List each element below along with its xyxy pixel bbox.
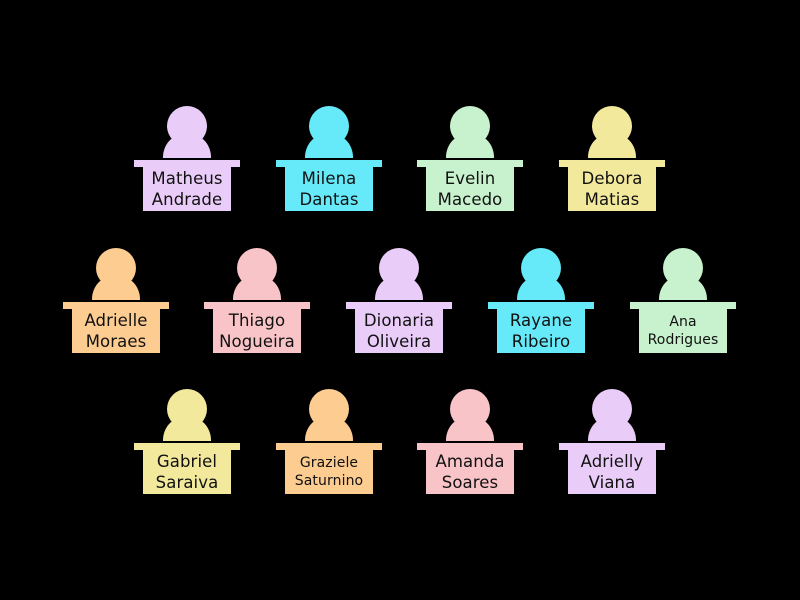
student-seat[interactable]: Gabriel Saraiva	[134, 389, 240, 495]
student-first-name: Ana	[669, 314, 697, 330]
student-name: Dionaria Oliveira	[364, 310, 434, 352]
student-first-name: Dionaria	[363, 311, 435, 330]
student-last-name: Oliveira	[366, 332, 432, 351]
desk-nameplate: Gabriel Saraiva	[143, 450, 231, 494]
student-name: Adrielle Moraes	[84, 310, 147, 352]
student-seat[interactable]: Thiago Nogueira	[204, 248, 310, 354]
student-last-name: Rodrigues	[647, 332, 719, 348]
desk-top	[276, 443, 382, 450]
student-last-name: Soares	[441, 473, 499, 492]
student-first-name: Adrielle	[84, 311, 148, 330]
student-name: Gabriel Saraiva	[156, 451, 219, 493]
desk-top	[488, 302, 594, 309]
student-seat[interactable]: Graziele Saturnino	[276, 389, 382, 495]
student-first-name: Adrielly	[580, 452, 644, 471]
student-seat[interactable]: Dionaria Oliveira	[346, 248, 452, 354]
desk-top	[630, 302, 736, 309]
student-seat[interactable]: Matheus Andrade	[134, 106, 240, 212]
desk-nameplate: Evelin Macedo	[426, 167, 514, 211]
desk-nameplate: Graziele Saturnino	[285, 450, 373, 494]
student-first-name: Amanda	[435, 452, 505, 471]
student-name: Rayane Ribeiro	[510, 310, 572, 352]
student-first-name: Evelin	[444, 169, 496, 188]
student-last-name: Andrade	[151, 190, 223, 209]
student-first-name: Thiago	[228, 311, 286, 330]
student-last-name: Dantas	[299, 190, 359, 209]
student-name: Adrielly Viana	[581, 451, 644, 493]
student-first-name: Matheus	[151, 169, 223, 188]
student-name: Ana Rodrigues	[648, 313, 719, 349]
student-seat[interactable]: Evelin Macedo	[417, 106, 523, 212]
student-name: Thiago Nogueira	[219, 310, 295, 352]
desk-nameplate: Matheus Andrade	[143, 167, 231, 211]
desk-top	[417, 443, 523, 450]
desk-nameplate: Debora Matias	[568, 167, 656, 211]
desk-nameplate: Amanda Soares	[426, 450, 514, 494]
desk-top	[417, 160, 523, 167]
desk-nameplate: Rayane Ribeiro	[497, 309, 585, 353]
student-name: Milena Dantas	[299, 168, 358, 210]
student-seat[interactable]: Milena Dantas	[276, 106, 382, 212]
desk-top	[346, 302, 452, 309]
student-name: Debora Matias	[582, 168, 643, 210]
desk-top	[559, 443, 665, 450]
student-last-name: Matias	[584, 190, 640, 209]
desk-top	[134, 160, 240, 167]
desk-top	[204, 302, 310, 309]
student-last-name: Saturnino	[294, 473, 364, 489]
student-name: Matheus Andrade	[151, 168, 222, 210]
student-last-name: Ribeiro	[511, 332, 571, 351]
desk-top	[63, 302, 169, 309]
student-first-name: Milena	[301, 169, 357, 188]
desk-top	[134, 443, 240, 450]
student-first-name: Gabriel	[156, 452, 218, 471]
student-seat[interactable]: Ana Rodrigues	[630, 248, 736, 354]
desk-nameplate: Milena Dantas	[285, 167, 373, 211]
desk-nameplate: Adrielle Moraes	[72, 309, 160, 353]
student-last-name: Viana	[588, 473, 636, 492]
student-last-name: Macedo	[437, 190, 503, 209]
student-last-name: Moraes	[85, 332, 147, 351]
student-seat[interactable]: Rayane Ribeiro	[488, 248, 594, 354]
student-name: Evelin Macedo	[438, 168, 503, 210]
desk-top	[276, 160, 382, 167]
student-seat[interactable]: Debora Matias	[559, 106, 665, 212]
desk-nameplate: Dionaria Oliveira	[355, 309, 443, 353]
student-last-name: Nogueira	[219, 332, 295, 351]
student-seat[interactable]: Adrielle Moraes	[63, 248, 169, 354]
student-seat[interactable]: Adrielly Viana	[559, 389, 665, 495]
student-name: Graziele Saturnino	[295, 454, 363, 490]
student-seat[interactable]: Amanda Soares	[417, 389, 523, 495]
desk-top	[559, 160, 665, 167]
desk-nameplate: Adrielly Viana	[568, 450, 656, 494]
student-first-name: Rayane	[509, 311, 573, 330]
student-last-name: Saraiva	[155, 473, 219, 492]
desk-nameplate: Thiago Nogueira	[213, 309, 301, 353]
desk-nameplate: Ana Rodrigues	[639, 309, 727, 353]
student-first-name: Debora	[581, 169, 643, 188]
student-name: Amanda Soares	[435, 451, 504, 493]
student-first-name: Graziele	[299, 455, 359, 471]
